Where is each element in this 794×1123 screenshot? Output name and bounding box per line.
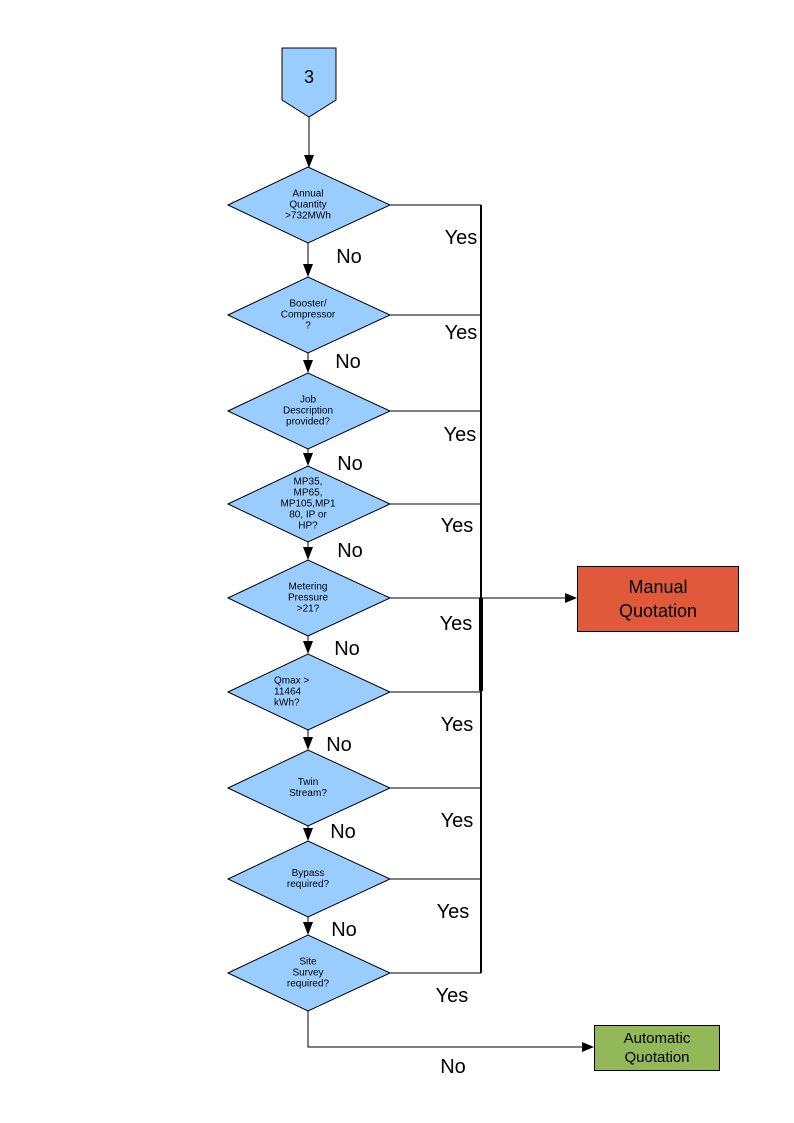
yes-label: Yes — [444, 322, 478, 344]
decision-qmax-label: Qmax > 11464 kWh? — [274, 675, 310, 709]
decision-metering-pressure-label: Metering Pressure >21? — [287, 581, 328, 615]
manual-quotation-box: Manual Quotation — [577, 566, 739, 632]
yes-label: Yes — [443, 424, 477, 446]
no-label: No — [330, 821, 356, 843]
offpage-connector-label: 3 — [303, 67, 315, 88]
manual-quotation-label: Manual Quotation — [618, 577, 698, 621]
no-label: No — [337, 453, 363, 475]
no-label: No — [331, 919, 357, 941]
yes-label: Yes — [440, 810, 474, 832]
no-label: No — [337, 540, 363, 562]
yes-label: Yes — [440, 714, 474, 736]
decision-pressure-tier-label: MP35, MP65, MP105,MP1 80, IP or HP? — [280, 476, 336, 532]
no-label: No — [334, 638, 360, 660]
no-label: No — [326, 734, 352, 756]
decision-twin-stream-label: Twin Stream? — [289, 777, 327, 799]
arrow-right-icon — [582, 1042, 594, 1052]
yes-label: Yes — [440, 515, 474, 537]
decision-bypass-label: Bypass required? — [286, 868, 330, 890]
no-label: No — [440, 1056, 466, 1078]
yes-label: Yes — [435, 985, 469, 1007]
automatic-quotation-box: Automatic Quotation — [594, 1025, 720, 1071]
yes-label: Yes — [439, 613, 473, 635]
arrow-down-icon — [304, 155, 314, 168]
no-label: No — [335, 351, 361, 373]
yes-label: Yes — [444, 227, 478, 249]
decision-booster-compressor-label: Booster/ Compressor ? — [280, 298, 336, 332]
offpage-connector-shape — [281, 47, 337, 118]
arrow-right-icon — [565, 593, 577, 603]
yes-label: Yes — [436, 901, 470, 923]
automatic-quotation-label: Automatic Quotation — [623, 1030, 691, 1066]
decision-job-description-label: Job Description provided? — [282, 394, 334, 428]
decision-site-survey-label: Site Survey required? — [286, 956, 330, 990]
decision-annual-quantity-label: Annual Quantity >732MWh — [285, 188, 331, 222]
no-label: No — [336, 246, 362, 268]
